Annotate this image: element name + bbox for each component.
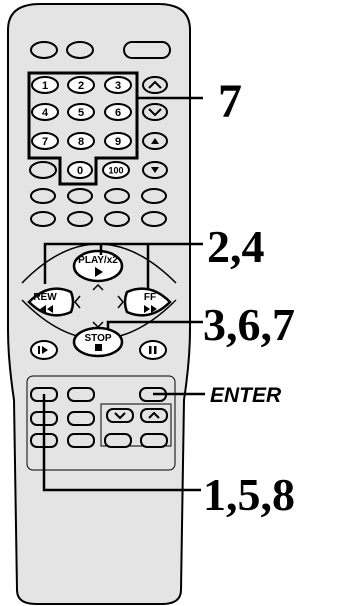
blank-button[interactable] <box>104 211 130 227</box>
key-6[interactable]: 6 <box>104 103 132 121</box>
blank-button[interactable] <box>67 188 93 204</box>
play-button[interactable]: PLAY/x2 <box>72 249 124 283</box>
lower-button[interactable] <box>67 411 95 426</box>
top-oval-button[interactable] <box>66 41 94 59</box>
callout-1-5-8: 1,5,8 <box>203 469 295 520</box>
stop-button[interactable]: STOP <box>72 326 124 358</box>
pause-icon <box>154 346 157 354</box>
key-100[interactable]: 100 <box>102 161 130 179</box>
triangle-up-icon <box>151 138 159 144</box>
key-label: 5 <box>78 107 84 119</box>
key-label: 1 <box>42 80 48 92</box>
chevron-up-icon <box>148 411 160 419</box>
play-icon <box>42 346 48 354</box>
bar-icon <box>38 346 40 354</box>
lower-button[interactable] <box>104 433 132 448</box>
chevron-up-icon <box>92 283 104 291</box>
callout-enter: ENTER <box>210 384 282 407</box>
left-blank-button[interactable] <box>29 161 57 179</box>
chevron-up-icon <box>148 80 162 89</box>
rew-button[interactable]: REW <box>27 287 75 317</box>
rewind-icon <box>40 305 53 313</box>
ff-label: FF <box>144 292 156 303</box>
leader-lines <box>42 96 205 492</box>
key-7[interactable]: 7 <box>31 132 59 150</box>
top-oval-button[interactable] <box>30 41 58 59</box>
chevron-down-button[interactable] <box>106 408 134 423</box>
numpad: 1 2 3 4 5 6 7 8 9 0 100 <box>29 76 132 179</box>
key-5[interactable]: 5 <box>67 103 95 121</box>
key-label: 6 <box>115 107 121 119</box>
key-label: 2 <box>78 80 84 92</box>
key-0[interactable]: 0 <box>67 161 93 179</box>
key-9[interactable]: 9 <box>104 132 132 150</box>
top-buttons <box>30 41 171 59</box>
right-arrow-column <box>142 76 168 179</box>
stop-label: STOP <box>84 333 111 344</box>
key-label: 100 <box>108 166 123 176</box>
key-3[interactable]: 3 <box>104 76 132 94</box>
chevron-right-icon <box>117 295 124 309</box>
chevron-left-icon <box>74 295 81 309</box>
slow-play-button[interactable] <box>30 340 58 360</box>
key-8[interactable]: 8 <box>67 132 95 150</box>
key-label: 4 <box>42 107 49 119</box>
key-label: 3 <box>115 80 121 92</box>
triangle-down-button[interactable] <box>142 161 168 179</box>
triangle-up-button[interactable] <box>142 132 168 150</box>
chevron-down-icon <box>114 412 126 420</box>
play-label: PLAY/x2 <box>78 255 118 266</box>
callout-3-6-7: 3,6,7 <box>203 299 295 350</box>
triangle-down-icon <box>151 167 159 173</box>
chevron-down-button[interactable] <box>142 103 168 121</box>
pause-button[interactable] <box>139 340 167 360</box>
arrow-subpanel <box>100 403 172 447</box>
chevron-up-button[interactable] <box>142 76 168 94</box>
chevron-down-icon <box>148 108 162 117</box>
key-label: 0 <box>77 165 83 177</box>
rew-label: REW <box>33 292 57 303</box>
leader-line <box>43 242 203 284</box>
leader-line <box>106 320 203 330</box>
chevron-up-button[interactable] <box>140 408 168 423</box>
fast-forward-icon <box>144 305 157 313</box>
lower-panel <box>26 375 176 471</box>
play-icon <box>95 267 103 277</box>
blank-button[interactable] <box>141 188 167 204</box>
key-label: 9 <box>115 136 121 148</box>
callout-2-4: 2,4 <box>207 221 265 272</box>
lower-button[interactable] <box>67 433 95 448</box>
key-label: 7 <box>42 136 48 148</box>
callout-7: 7 <box>218 75 242 128</box>
blank-button[interactable] <box>141 211 167 227</box>
key-2[interactable]: 2 <box>67 76 95 94</box>
lower-button[interactable] <box>67 387 95 402</box>
key-label: 8 <box>78 136 84 148</box>
blank-button-rows <box>30 188 167 227</box>
blank-button[interactable] <box>30 188 56 204</box>
stop-icon <box>95 344 102 351</box>
lower-button[interactable] <box>140 433 168 448</box>
key-4[interactable]: 4 <box>31 103 59 121</box>
leader-line <box>42 394 201 492</box>
pause-icon <box>149 346 152 354</box>
blank-button[interactable] <box>67 211 93 227</box>
key-1[interactable]: 1 <box>31 76 59 94</box>
remote-body <box>7 3 191 605</box>
blank-button[interactable] <box>104 188 130 204</box>
numpad-frame <box>27 71 139 186</box>
top-power-button[interactable] <box>123 41 171 59</box>
blank-button[interactable] <box>30 211 56 227</box>
